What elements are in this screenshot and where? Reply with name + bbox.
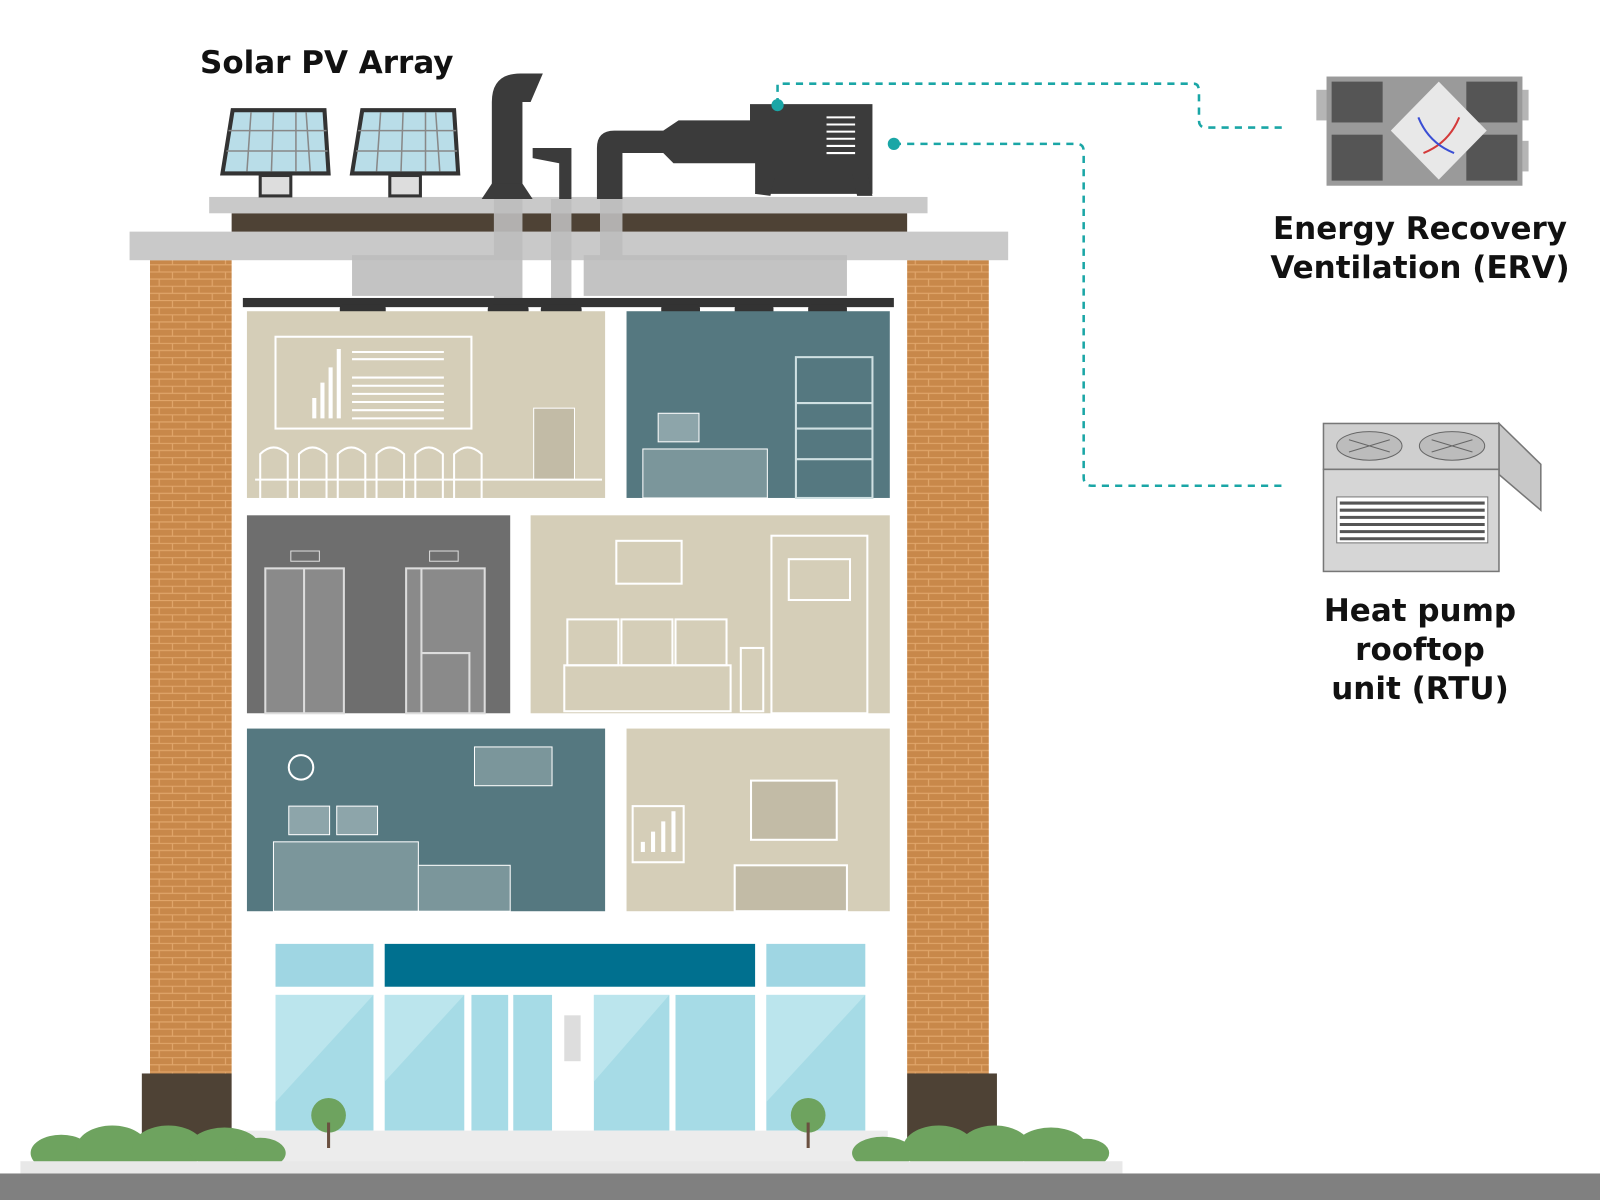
rooftop-exhaust-stack <box>481 73 572 199</box>
erv-connector <box>776 82 1284 129</box>
ceiling-duct <box>242 297 894 308</box>
room-meeting <box>626 728 890 913</box>
rtu-icon <box>1322 421 1542 573</box>
erv-label-line2: Ventilation (ERV) <box>1270 249 1570 286</box>
entrance-steps <box>244 1130 888 1167</box>
room-conference <box>246 311 606 498</box>
brick-pillar-right <box>907 260 989 1074</box>
room-office <box>626 311 890 499</box>
rooftop-erv-unit <box>596 104 873 199</box>
ground <box>0 1173 1600 1200</box>
solar-panel <box>349 108 461 198</box>
solar-pv-array-label: Solar PV Array <box>200 44 454 83</box>
rtu-label-line2: unit (RTU) <box>1331 670 1509 707</box>
room-reception <box>246 728 606 912</box>
room-lounge <box>530 515 890 715</box>
solar-label-text: Solar PV Array <box>200 45 454 81</box>
rtu-label: Heat pump rooftop unit (RTU) <box>1255 592 1585 708</box>
erv-icon <box>1316 76 1529 186</box>
connection-lines <box>776 82 1284 487</box>
interior-ducts <box>352 198 847 302</box>
erv-label-line1: Energy Recovery <box>1272 211 1568 247</box>
brick-pillar-left <box>150 260 232 1074</box>
solar-panel <box>220 108 331 198</box>
storefront <box>275 943 866 1131</box>
room-elevators <box>246 515 511 715</box>
rtu-label-line1: Heat pump rooftop <box>1323 593 1517 668</box>
erv-label: Energy Recovery Ventilation (ERV) <box>1255 210 1585 288</box>
